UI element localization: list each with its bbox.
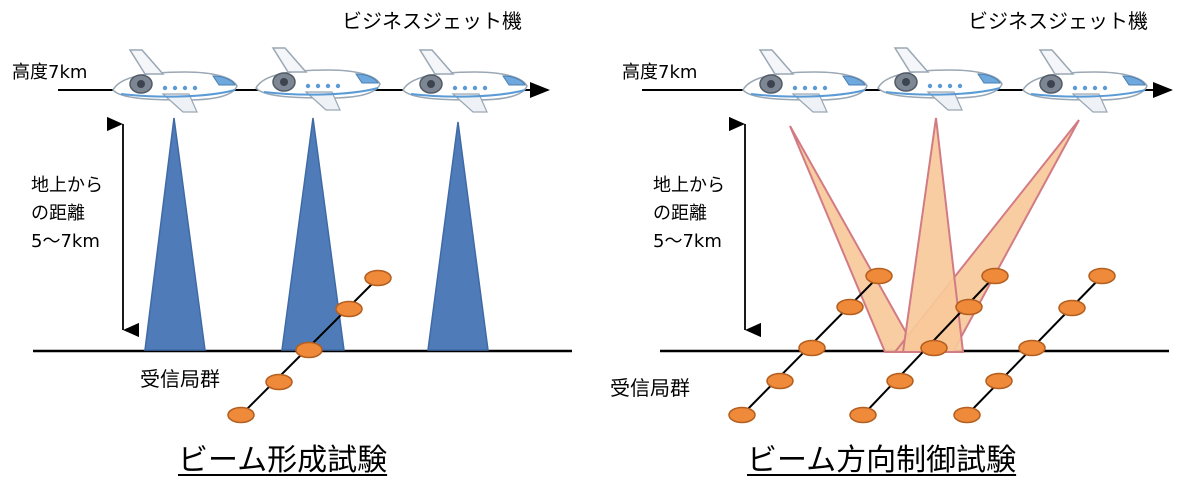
aircraft-3 (402, 49, 528, 113)
aircraft-2 (255, 47, 381, 111)
receiver-station (227, 406, 255, 424)
distance-label: 地上から の距離 5〜7km (31, 175, 103, 252)
altitude-label: 高度7km (622, 62, 701, 84)
aircraft-label: ビジネスジェット機 (968, 9, 1148, 33)
receiver-station (981, 267, 1009, 285)
receiver-station (886, 372, 914, 390)
aircraft-3 (1022, 49, 1148, 113)
receiver-station (920, 339, 948, 357)
receiver-station (985, 372, 1013, 390)
receiver-station-group (227, 269, 392, 424)
steered-beam-1 (789, 125, 919, 353)
panel-title: ビーム方向制御試験 (747, 443, 1017, 478)
receiver-station (865, 267, 893, 285)
receiver-station-group-2 (849, 267, 1009, 424)
receiver-station (849, 406, 877, 424)
receiver-station (798, 339, 826, 357)
beam-steering-panel: ビジネスジェット機 高度7km 地上から の距離 5〜7km 受信局群 ビーム方… (595, 0, 1183, 482)
aircraft-2 (877, 47, 1003, 111)
receiver-station (265, 373, 293, 391)
aircraft-1 (742, 49, 868, 113)
beam-2 (281, 117, 345, 351)
receiver-station (766, 372, 794, 390)
receiver-station (364, 269, 392, 287)
aircraft-label: ビジネスジェット機 (342, 9, 522, 33)
receiver-station (1088, 267, 1116, 285)
receiver-station-group-3 (953, 267, 1116, 424)
aircraft-1 (112, 49, 238, 113)
station-group-label: 受信局群 (140, 367, 220, 391)
distance-label: 地上から の距離 5〜7km (653, 175, 725, 252)
beam-3 (427, 121, 489, 351)
receiver-station (335, 300, 363, 318)
receiver-station (1018, 339, 1046, 357)
station-group-label: 受信局群 (610, 376, 690, 400)
beam-forming-panel: ビジネスジェット機 高度7km 地上から の距離 5〜7km 受信局群 ビーム形… (0, 0, 590, 482)
receiver-station (955, 298, 983, 316)
receiver-station (836, 298, 864, 316)
altitude-label: 高度7km (12, 62, 91, 84)
steered-beam-2 (901, 117, 965, 353)
receiver-station (1058, 299, 1086, 317)
receiver-station (953, 406, 981, 424)
receiver-station-group-1 (728, 267, 893, 424)
receiver-station (295, 341, 323, 359)
beam-forming-scene (33, 47, 572, 424)
receiver-station (728, 406, 756, 424)
beam-steering-scene (642, 47, 1173, 424)
beam-1 (144, 117, 206, 351)
panel-title: ビーム形成試験 (178, 443, 388, 478)
